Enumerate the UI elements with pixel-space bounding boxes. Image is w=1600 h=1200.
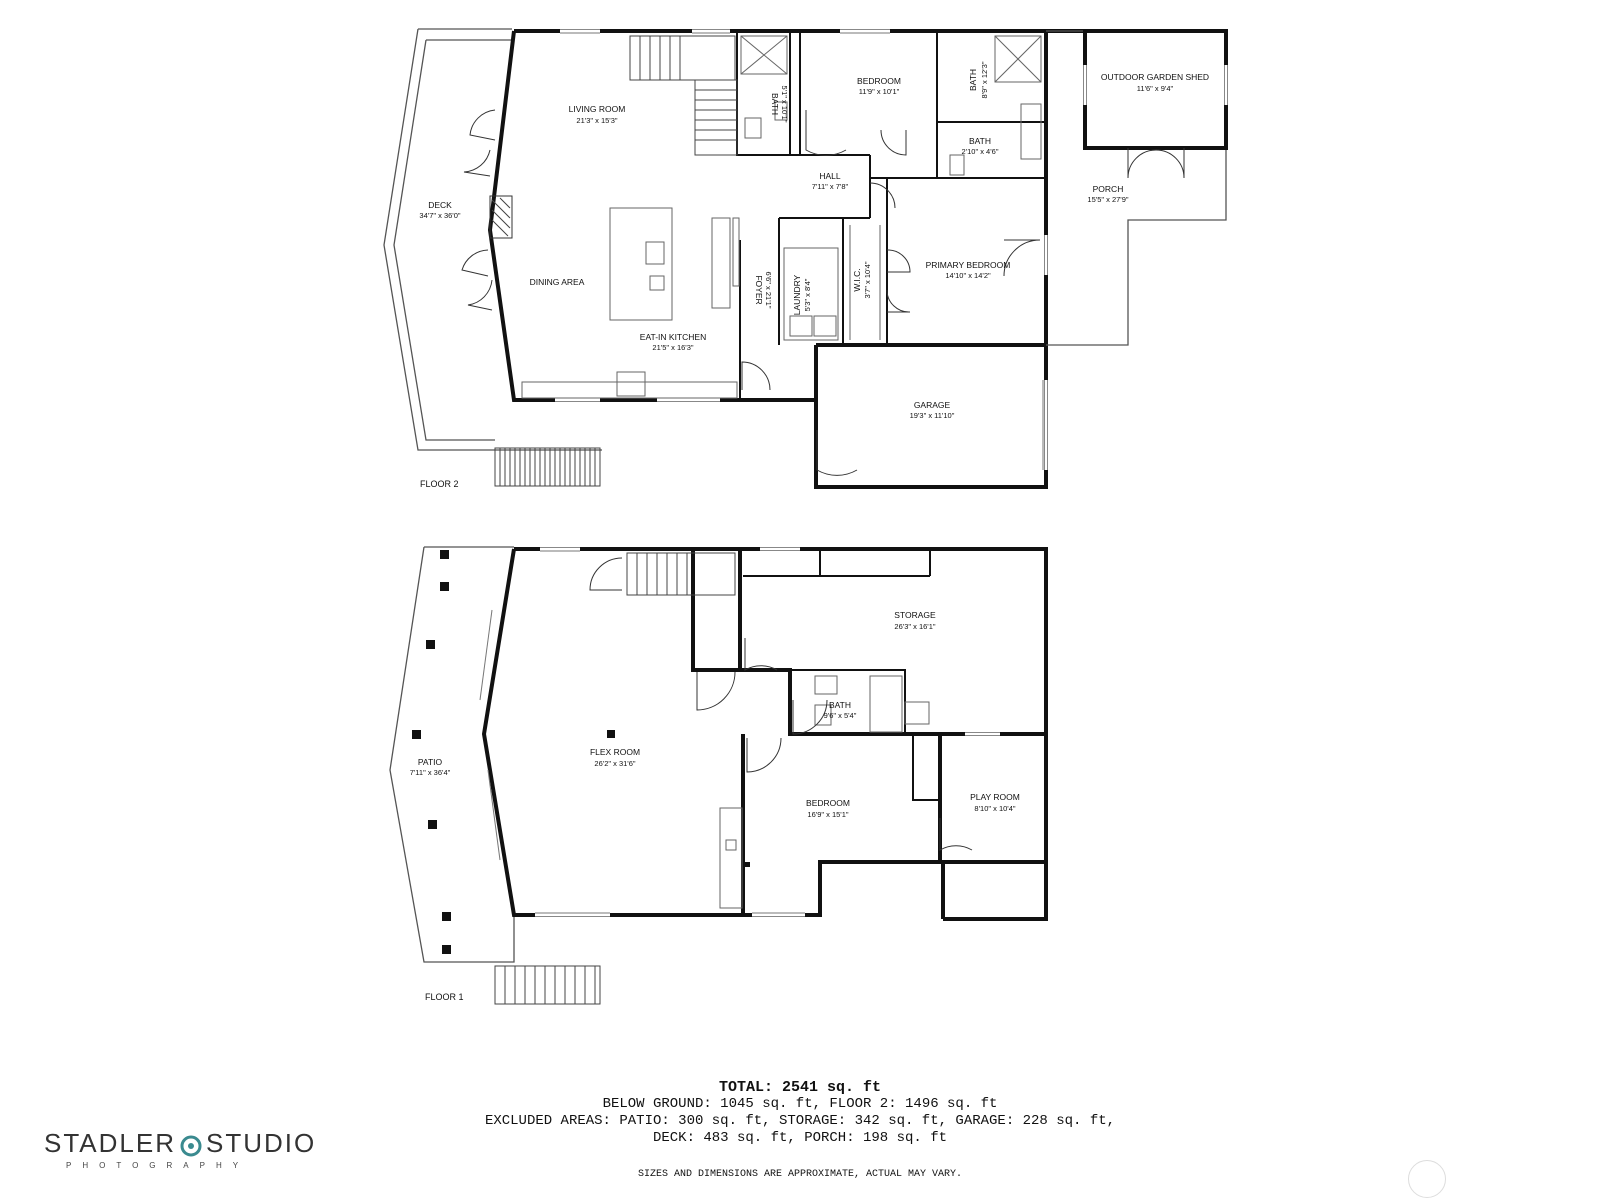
deck-outline (383, 28, 602, 451)
hall-dim: 7'11" x 7'8" (812, 182, 849, 191)
floor-2-bath-fixtures (740, 35, 1042, 341)
shed-dim: 11'6" x 9'4" (1137, 84, 1174, 93)
floor-1-windows (479, 547, 1000, 917)
patio-posts (412, 550, 750, 954)
bath-f2b-dim: 8'9" x 12'3" (980, 61, 989, 98)
disclaimer: SIZES AND DIMENSIONS ARE APPROXIMATE, AC… (637, 1169, 963, 1180)
deck-label: DECK (428, 200, 452, 210)
floor-1-interior-thin-walls (743, 549, 940, 801)
floor-1-label: FLOOR 1 (425, 992, 464, 1002)
floor-2-doors (461, 109, 1041, 476)
patio-dim: 7'11" x 36'4" (410, 768, 451, 777)
floor-2-label: FLOOR 2 (420, 479, 459, 489)
patio-label: PATIO (418, 757, 443, 767)
watermark-icon (1408, 1160, 1446, 1198)
bath-f2c-dim: 2'10" x 4'6" (962, 147, 999, 156)
area-line-2: EXCLUDED AREAS: PATIO: 300 sq. ft, STORA… (484, 1113, 1116, 1129)
flex-room-label: FLEX ROOM (590, 747, 640, 757)
foyer-label: FOYER (754, 275, 764, 304)
storage-dim: 26'3" x 16'1" (894, 622, 935, 631)
dining-area-label: DINING AREA (530, 277, 585, 287)
laundry-dim: 5'3" x 8'4" (803, 278, 812, 311)
bath-f1-label: BATH (829, 700, 851, 710)
deck-dim: 34'7" x 36'0" (419, 211, 460, 220)
living-room-label: LIVING ROOM (569, 104, 626, 114)
patio-outline (389, 546, 515, 963)
bath-f2a-label: BATH (770, 93, 780, 115)
logo-text-left: STADLER (44, 1128, 176, 1158)
camera-lens-icon (180, 1133, 202, 1156)
kitchen-dim: 21'5" x 16'3" (652, 343, 693, 352)
area-line-3: DECK: 483 sq. ft, PORCH: 198 sq. ft (652, 1130, 948, 1146)
shed-walls (1083, 29, 1228, 150)
kitchen-label: EAT-IN KITCHEN (640, 332, 706, 342)
floor-2-plan: DECK 34'7" x 36'0" LIVING ROOM 21'3" x 1… (383, 28, 1228, 489)
logo-text-right: STUDIO (206, 1128, 317, 1158)
garage-dim: 19'3" x 11'10" (910, 411, 955, 420)
floor-2-windows (555, 29, 1048, 470)
play-room-label: PLAY ROOM (970, 792, 1020, 802)
bedroom-f2-label: BEDROOM (857, 76, 901, 86)
floor-2-exterior-walls (487, 29, 1222, 489)
bath-f2b-label: BATH (968, 69, 978, 91)
stadler-studio-logo: STADLER STUDIO PHOTOGRAPHY (44, 1128, 344, 1170)
floor-1-fixtures (719, 675, 930, 909)
porch-dim: 15'5" x 27'9" (1087, 195, 1128, 204)
wic-label: W.I.C. (852, 268, 862, 291)
porch-label: PORCH (1093, 184, 1124, 194)
living-room-dim: 21'3" x 15'3" (576, 116, 617, 125)
bath-f1-dim: 9'6" x 5'4" (824, 711, 857, 720)
bedroom-f1-label: BEDROOM (806, 798, 850, 808)
deck-stairs (494, 447, 601, 487)
floor-1-stairs (626, 552, 736, 596)
primary-bedroom-label: PRIMARY BEDROOM (926, 260, 1011, 270)
shed-label: OUTDOOR GARDEN SHED (1101, 72, 1209, 82)
wic-dim: 3'7" x 10'4" (863, 261, 872, 298)
fireplace-icon (489, 195, 513, 239)
logo-subtitle: PHOTOGRAPHY (66, 1161, 250, 1170)
area-summary: TOTAL: 2541 sq. ft BELOW GROUND: 1045 sq… (380, 1079, 1220, 1147)
bath-f2c-label: BATH (969, 136, 991, 146)
flex-room-dim: 26'2" x 31'6" (594, 759, 635, 768)
bedroom-f1-dim: 16'9" x 15'1" (807, 810, 848, 819)
bath-f2a-dim: 5'1" x 10'1" (780, 86, 789, 123)
laundry-label: LAUNDRY (792, 274, 802, 315)
garage-label: GARAGE (914, 400, 951, 410)
floor-1-plan: PATIO 7'11" x 36'4" FLEX ROOM 26'2" x 31… (389, 546, 1048, 1005)
patio-stairs (494, 965, 601, 1005)
storage-label: STORAGE (894, 610, 936, 620)
area-line-1: BELOW GROUND: 1045 sq. ft, FLOOR 2: 1496… (602, 1096, 998, 1112)
floor-2-stairs (629, 35, 738, 156)
shed-doors (1127, 148, 1185, 179)
floor-1-doors (589, 557, 973, 851)
foyer-dim: 6'6" x 21'1" (764, 272, 773, 309)
primary-bedroom-dim: 14'10" x 14'2" (945, 271, 991, 280)
bedroom-f2-dim: 11'9" x 10'1" (859, 87, 900, 96)
wic-shelves (849, 225, 881, 340)
total-area: TOTAL: 2541 sq. ft (718, 1079, 882, 1096)
hall-label: HALL (819, 171, 841, 181)
kitchen-fixtures (521, 207, 740, 399)
play-room-dim: 8'10" x 10'4" (974, 804, 1015, 813)
